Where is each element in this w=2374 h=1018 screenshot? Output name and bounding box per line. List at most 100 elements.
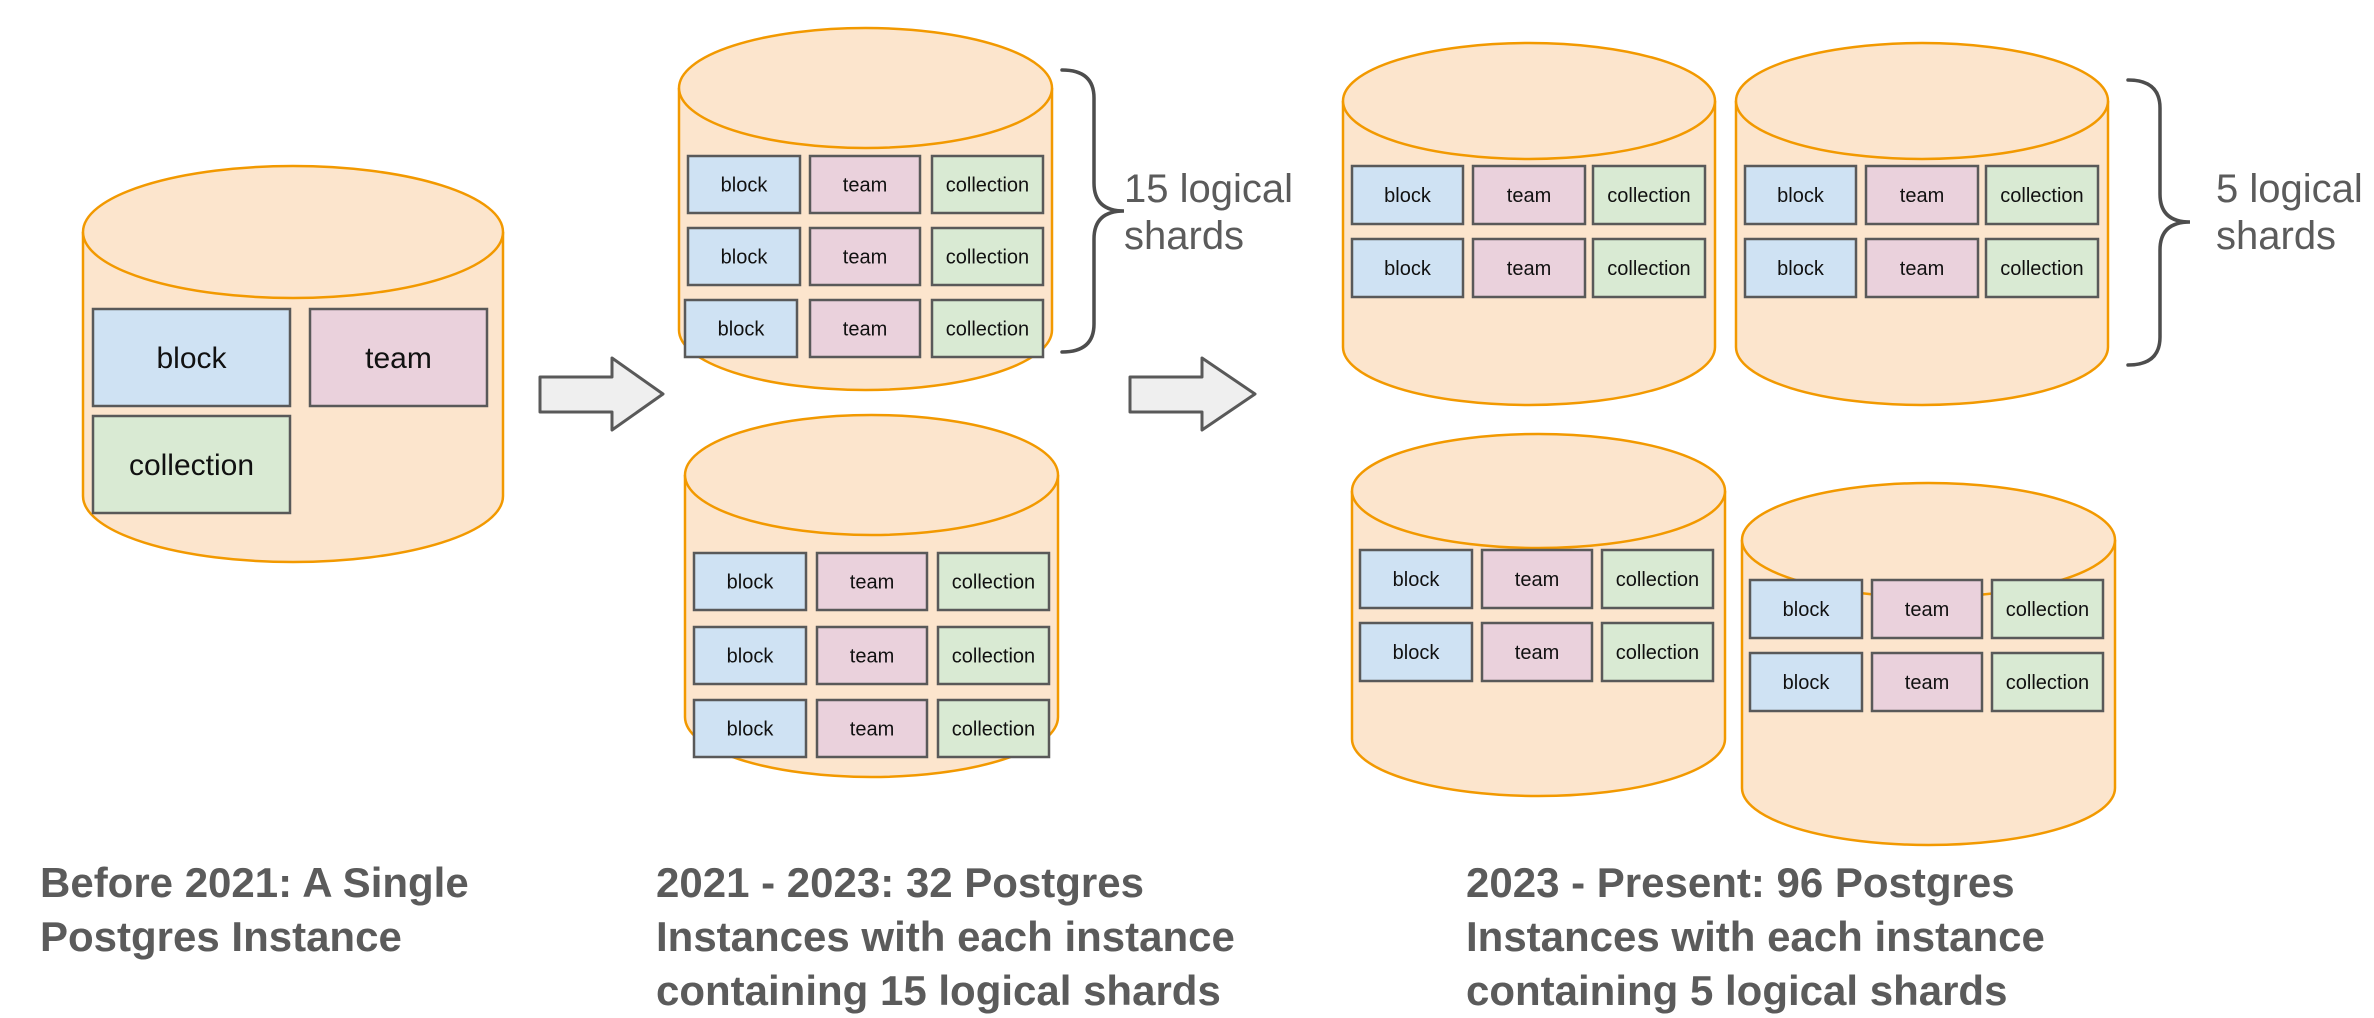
team-table-label: team [1900, 185, 1944, 207]
label-line: shards [1124, 214, 1245, 258]
collection-table-label: collection [1607, 258, 1690, 280]
caption-stage1: Before 2021: A Single Postgres Instance [40, 856, 469, 964]
collection-table [936, 698, 1051, 759]
collection-table-label: collection [952, 646, 1035, 668]
team-table-label: team [850, 572, 894, 594]
team-table [808, 226, 922, 287]
collection-table [91, 414, 292, 515]
block-table [1743, 237, 1858, 299]
collection-table [1984, 164, 2100, 226]
block-table-label: block [718, 319, 766, 341]
team-table [808, 154, 922, 215]
label-5-logical-shards: 5 logical shards [2216, 166, 2363, 260]
block-table-label: block [1393, 569, 1441, 591]
team-table-label: team [1900, 258, 1944, 280]
team-table-label: team [850, 719, 894, 741]
team-table-label: team [1507, 185, 1551, 207]
caption-line: Postgres Instance [40, 913, 402, 960]
collection-table [1600, 621, 1715, 683]
block-table [683, 298, 799, 359]
team-table [1870, 578, 1984, 640]
caption-line: 2021 - 2023: 32 Postgres [656, 859, 1144, 906]
team-table [815, 625, 929, 686]
block-table-label: block [727, 646, 775, 668]
collection-table [1984, 237, 2100, 299]
stage3-cylinder-3-top [1350, 432, 1727, 550]
team-table-label: team [843, 319, 887, 341]
collection-table [1591, 237, 1707, 299]
block-table-label: block [1783, 599, 1831, 621]
block-table-label: block [156, 342, 227, 375]
caption-line: containing 15 logical shards [656, 967, 1221, 1014]
block-table-label: block [727, 572, 775, 594]
collection-table [1990, 651, 2105, 713]
block-table-label: block [1783, 672, 1831, 694]
block-table-label: block [1393, 642, 1441, 664]
block-table [1358, 621, 1474, 683]
block-table-label: block [1777, 185, 1825, 207]
team-table [1870, 651, 1984, 713]
team-table-label: team [843, 175, 887, 197]
caption-stage2: 2021 - 2023: 32 Postgres Instances with … [656, 856, 1235, 1018]
team-table [1864, 164, 1980, 226]
collection-table-label: collection [952, 719, 1035, 741]
team-table [1471, 164, 1587, 226]
collection-table-label: collection [2006, 599, 2089, 621]
block-table [692, 698, 808, 759]
team-table [815, 551, 929, 612]
team-table-label: team [1905, 672, 1949, 694]
collection-table-label: collection [946, 319, 1029, 341]
label-line: 5 logical [2216, 167, 2363, 211]
team-table [308, 307, 489, 408]
block-table [692, 625, 808, 686]
block-table [686, 226, 802, 287]
collection-table [936, 625, 1051, 686]
transition-arrow-2-icon [1128, 356, 1257, 432]
block-table-label: block [721, 175, 769, 197]
team-table [1864, 237, 1980, 299]
block-table-label: block [1384, 185, 1432, 207]
block-table [91, 307, 292, 408]
collection-table [1591, 164, 1707, 226]
stage3-cylinder-1-top [1341, 41, 1717, 161]
collection-table-label: collection [946, 247, 1029, 269]
block-table-label: block [1384, 258, 1432, 280]
collection-table-label: collection [952, 572, 1035, 594]
team-table [1471, 237, 1587, 299]
collection-table-label: collection [946, 175, 1029, 197]
brace-5-shards-icon [2126, 78, 2191, 367]
team-table-label: team [365, 342, 432, 375]
team-table-label: team [850, 646, 894, 668]
collection-table [930, 298, 1045, 359]
brace-15-shards-icon [1060, 68, 1125, 354]
block-table [1350, 237, 1465, 299]
label-line: shards [2216, 214, 2337, 258]
block-table [1350, 164, 1465, 226]
collection-table-label: collection [1607, 185, 1690, 207]
label-15-logical-shards: 15 logical shards [1124, 166, 1293, 260]
stage2-cylinder-2-top [683, 413, 1060, 537]
block-table [1743, 164, 1858, 226]
caption-line: 2023 - Present: 96 Postgres [1466, 859, 2015, 906]
collection-table-label: collection [2006, 672, 2089, 694]
stage2-cylinder-1-top [677, 26, 1054, 150]
stage3-cylinder-2-top [1734, 41, 2110, 161]
stage1-cylinder-top [81, 164, 505, 300]
collection-table [936, 551, 1051, 612]
caption-line: containing 5 logical shards [1466, 967, 2008, 1014]
team-table-label: team [843, 247, 887, 269]
block-table [1748, 651, 1864, 713]
block-table [692, 551, 808, 612]
collection-table [930, 226, 1045, 287]
team-table-label: team [1905, 599, 1949, 621]
team-table-label: team [1515, 569, 1559, 591]
collection-table [930, 154, 1045, 215]
team-table-label: team [1507, 258, 1551, 280]
collection-table [1990, 578, 2105, 640]
team-table [815, 698, 929, 759]
team-table [1480, 621, 1594, 683]
caption-stage3: 2023 - Present: 96 Postgres Instances wi… [1466, 856, 2045, 1018]
team-table-label: team [1515, 642, 1559, 664]
collection-table-label: collection [1616, 569, 1699, 591]
collection-table [1600, 548, 1715, 610]
